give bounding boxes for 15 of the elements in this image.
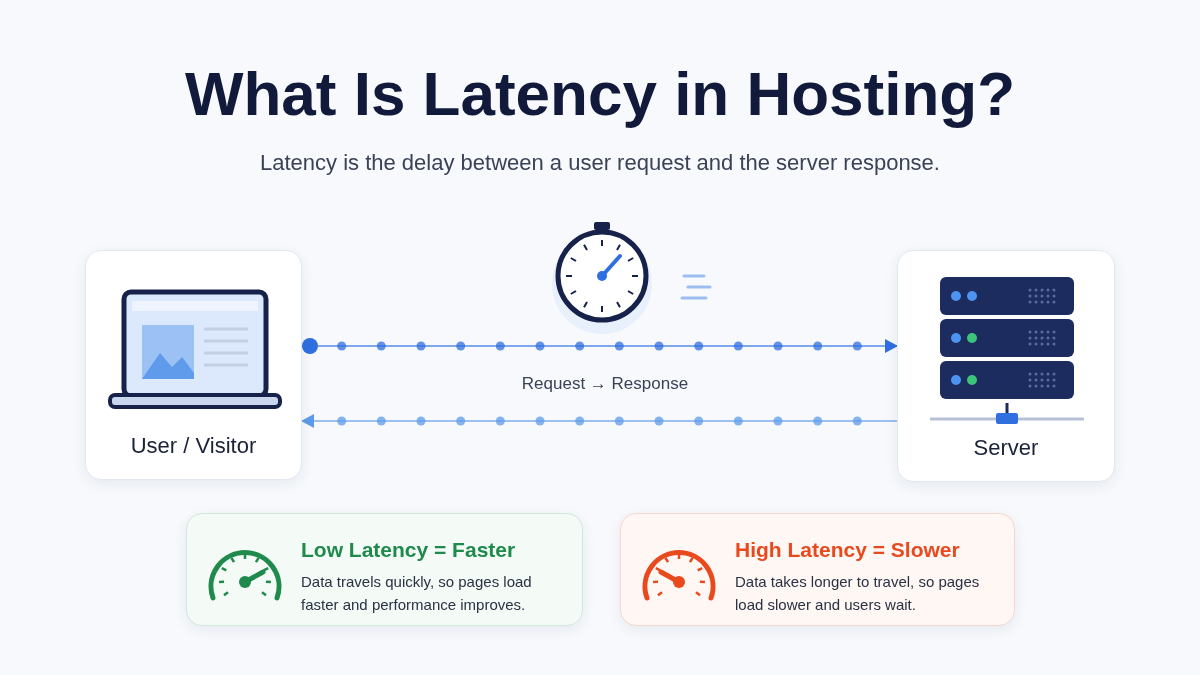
subtitle: Latency is the delay between a user request and the server response. [259, 150, 941, 176]
node-card [897, 250, 1115, 482]
flow-label: Request → Response [520, 374, 690, 394]
title: What Is Latency in Hosting? [183, 58, 1017, 129]
card-heading: Low Latency = Faster [301, 538, 516, 562]
node-label: Server [972, 435, 1040, 461]
node-label: User / Visitor [129, 433, 258, 459]
info-card [620, 513, 1015, 626]
node-card [85, 250, 302, 480]
dotted-arrow [301, 414, 898, 428]
card-description: Data takes longer to travel, so pages load slower and users wait. [735, 572, 981, 615]
dotted-arrow [301, 338, 898, 354]
info-card [186, 513, 583, 626]
card-heading: High Latency = Slower [735, 538, 960, 562]
card-description: Data travels quickly, so pages load faster and performance improves. [301, 572, 533, 615]
